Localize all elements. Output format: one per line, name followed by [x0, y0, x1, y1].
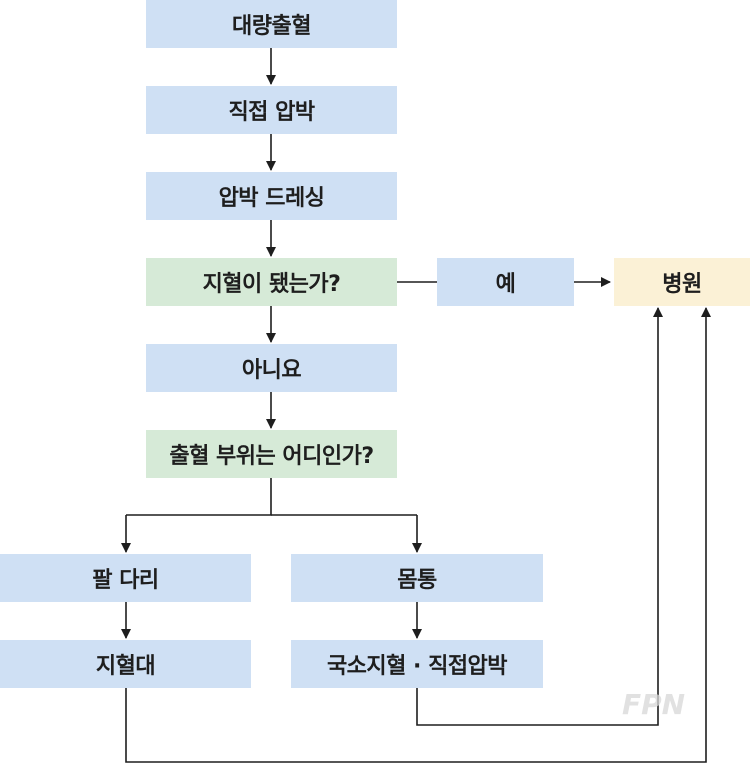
- node-tourniquet: 지혈대: [0, 640, 251, 688]
- node-local-hemostasis: 국소지혈 · 직접압박: [291, 640, 543, 688]
- arrow-local-to-hospital: [416, 307, 663, 726]
- node-yes: 예: [437, 258, 574, 306]
- node-torso: 몸통: [291, 554, 543, 602]
- arrow-tourniquet-to-hospital: [125, 307, 711, 763]
- node-hospital: 병원: [614, 258, 750, 306]
- node-arm-leg: 팔 다리: [0, 554, 251, 602]
- node-direct-pressure: 직접 압박: [146, 86, 397, 134]
- node-bleeding-site-question: 출혈 부위는 어디인가?: [146, 430, 397, 478]
- node-no: 아니요: [146, 344, 397, 392]
- node-bleeding-stopped-question: 지혈이 됐는가?: [146, 258, 397, 306]
- line-site-split: [126, 478, 272, 516]
- watermark-logo: FPN: [622, 688, 686, 721]
- node-pressure-dressing: 압박 드레싱: [146, 172, 397, 220]
- node-massive-bleeding: 대량출혈: [146, 0, 397, 48]
